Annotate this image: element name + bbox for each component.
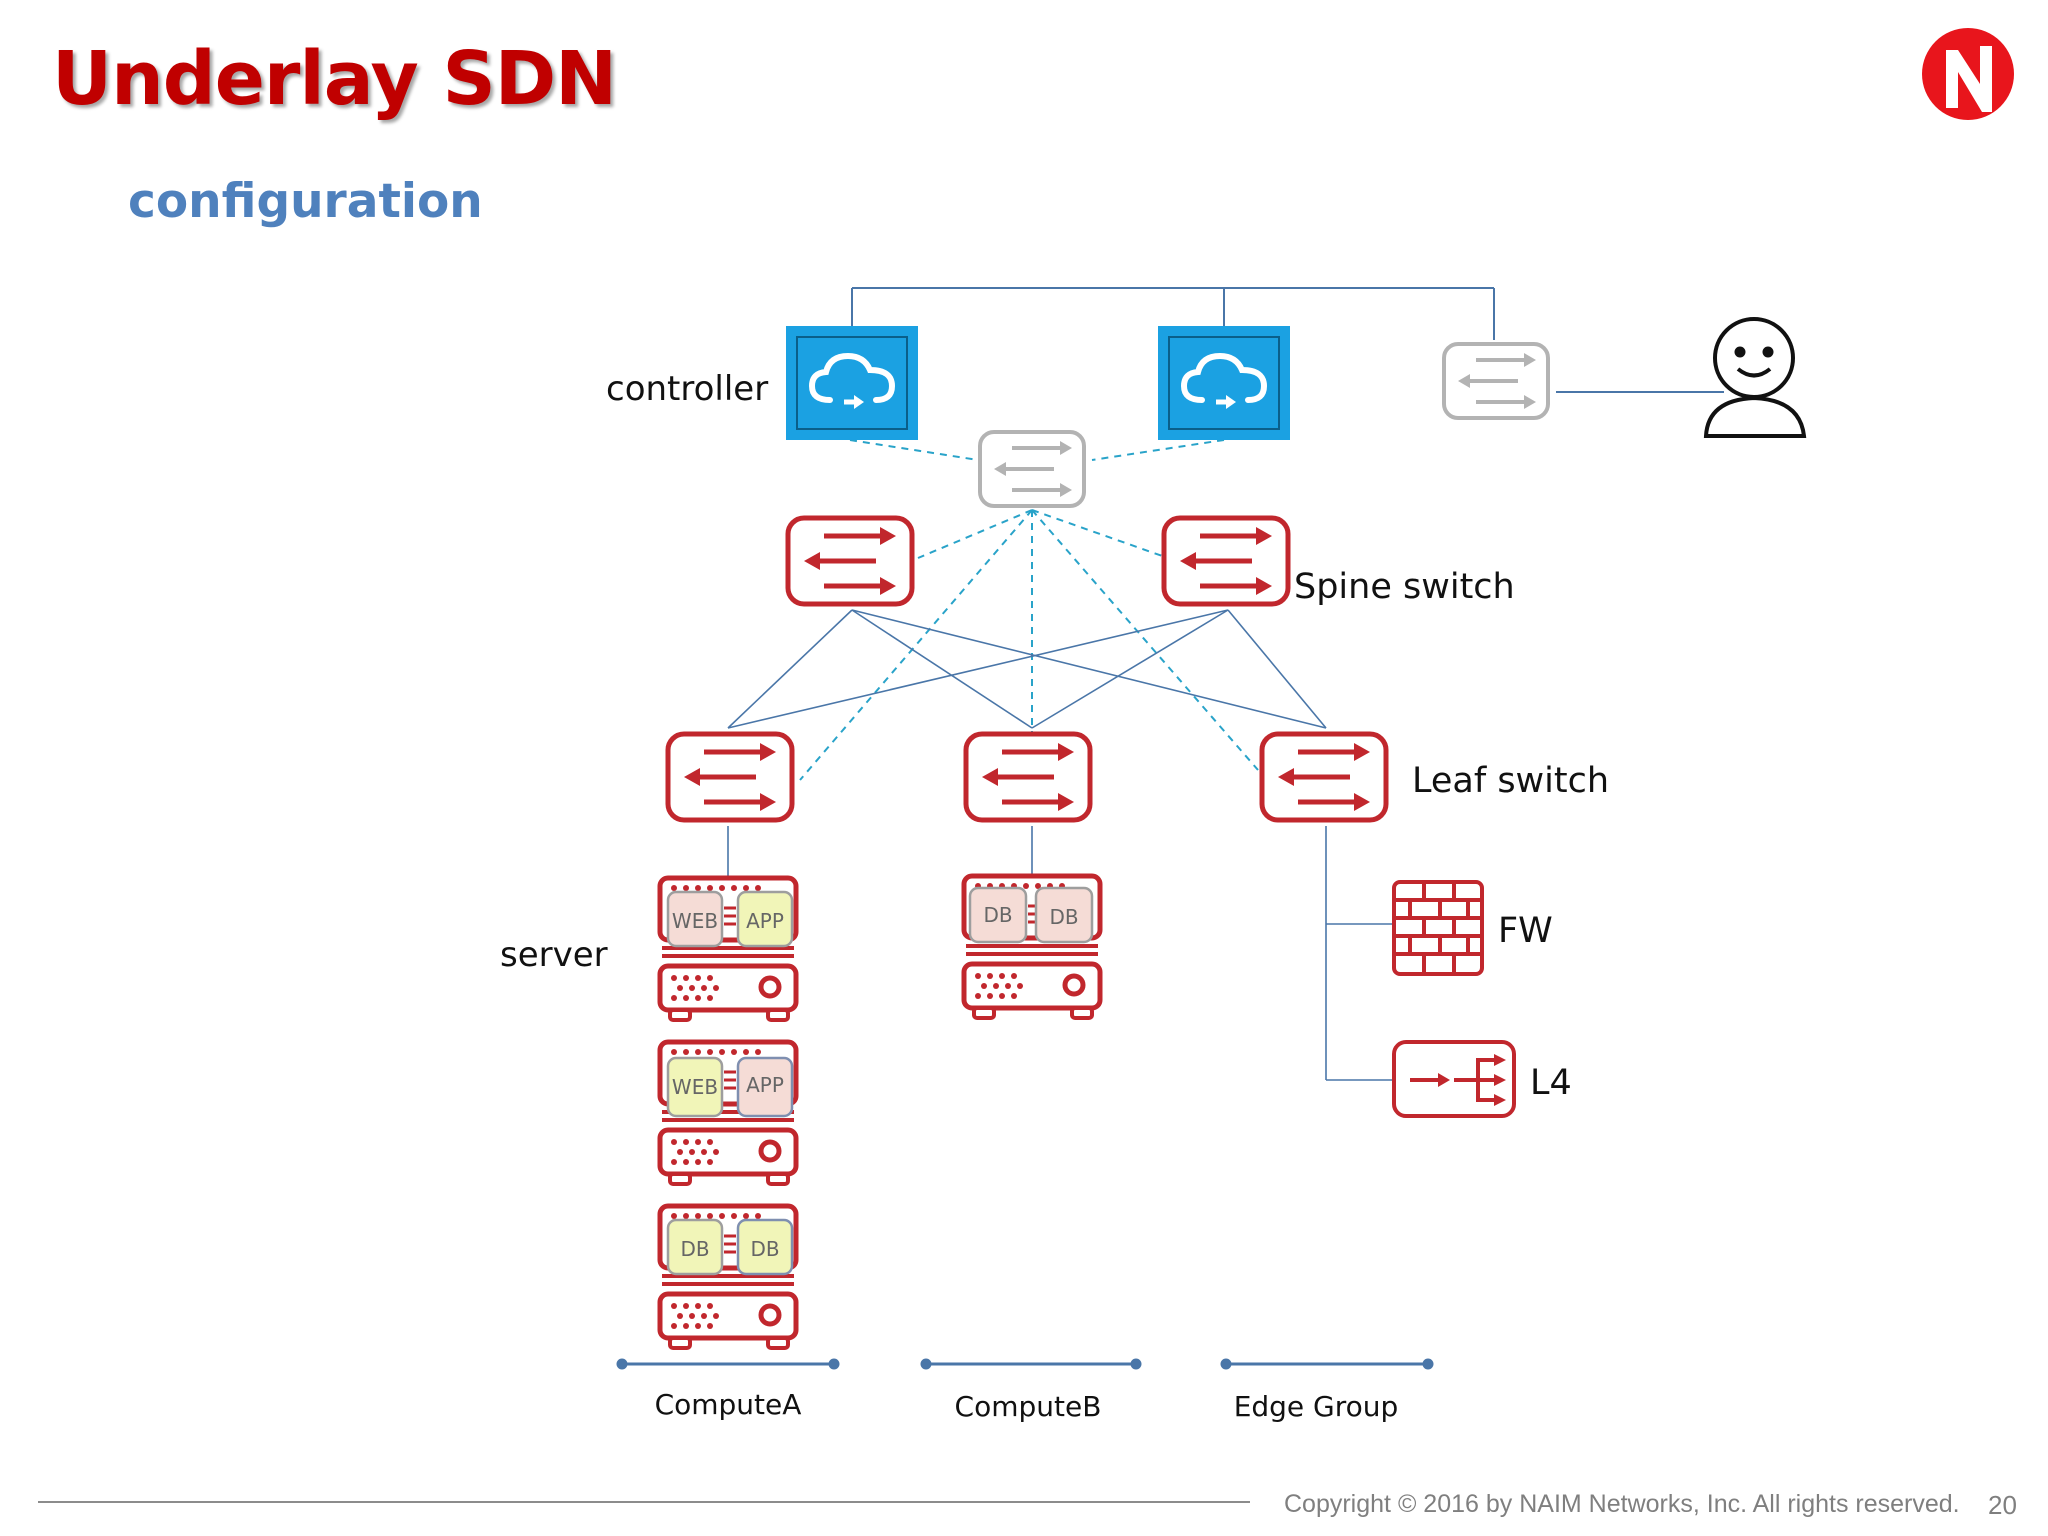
copyright-notice: Copyright © 2016 by NAIM Networks, Inc. … xyxy=(1284,1490,1960,1518)
page-number: 20 xyxy=(1988,1490,2017,1520)
controller-2-icon xyxy=(1158,326,1290,440)
vm-label: WEB xyxy=(672,1075,718,1099)
vm-label: APP xyxy=(746,1073,784,1097)
footer-divider xyxy=(38,1501,1250,1503)
management-switch-icon xyxy=(978,430,1086,508)
vm-label: DB xyxy=(750,1237,779,1261)
slide-subtitle: configuration xyxy=(128,174,483,229)
control-links xyxy=(799,439,1259,781)
l4-loadbalancer-icon xyxy=(1392,1040,1516,1118)
controller-label: controller xyxy=(606,369,768,409)
leaf-switch-label: Leaf switch xyxy=(1412,761,1609,801)
management-bus xyxy=(851,287,1724,393)
server-computeA-1: WEB APP xyxy=(660,878,796,1020)
fabric-links xyxy=(727,609,1392,1081)
group-label-computeB: ComputeB xyxy=(955,1390,1102,1423)
user-icon xyxy=(1703,317,1807,438)
spine-switch-label: Spine switch xyxy=(1294,567,1515,607)
group-label-computeA: ComputeA xyxy=(655,1388,802,1421)
group-brackets xyxy=(616,1358,1434,1370)
management-access-switch-icon xyxy=(1442,342,1550,420)
server-label: server xyxy=(500,935,608,975)
group-label-edge: Edge Group xyxy=(1234,1390,1399,1423)
vm-label: APP xyxy=(746,909,784,933)
leaf-switch-2-icon xyxy=(966,734,1090,820)
spine-switch-1-icon xyxy=(788,518,912,604)
server-computeB-1: DB DB xyxy=(964,876,1100,1018)
fw-label: FW xyxy=(1498,911,1553,951)
leaf-switch-3-icon xyxy=(1262,734,1386,820)
spine-switch-2-icon xyxy=(1164,518,1288,604)
server-computeA-2: WEB APP xyxy=(660,1042,796,1184)
leaf-switch-1-icon xyxy=(668,734,792,820)
vm-label: WEB xyxy=(672,909,718,933)
vm-label: DB xyxy=(983,903,1012,927)
server-computeA-3: DB DB xyxy=(660,1206,796,1348)
firewall-icon xyxy=(1392,880,1484,976)
vm-label: DB xyxy=(680,1237,709,1261)
slide-title: Underlay SDN xyxy=(52,36,617,122)
controller-1-icon xyxy=(786,326,918,440)
l4-label: L4 xyxy=(1530,1063,1572,1103)
vm-label: DB xyxy=(1049,905,1078,929)
naim-logo-icon: N xyxy=(1922,28,2014,120)
